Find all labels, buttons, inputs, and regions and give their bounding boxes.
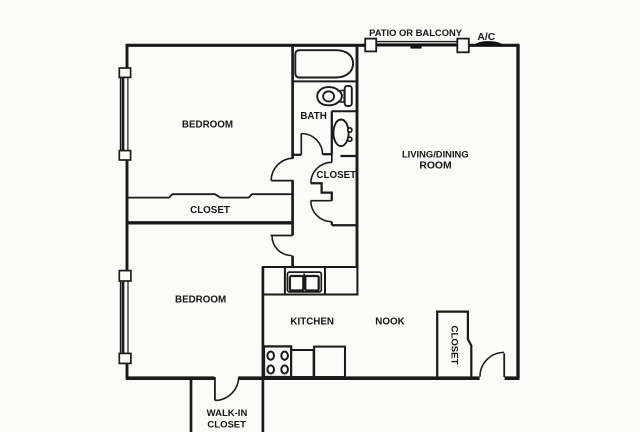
svg-text:BEDROOM: BEDROOM	[175, 295, 226, 306]
svg-text:A/C: A/C	[477, 32, 495, 43]
svg-text:WALK-IN: WALK-IN	[207, 408, 248, 419]
svg-text:ROOM: ROOM	[419, 160, 451, 171]
svg-text:PATIO OR BALCONY: PATIO OR BALCONY	[369, 27, 463, 38]
svg-text:LIVING/DINING: LIVING/DINING	[402, 149, 469, 160]
svg-text:KITCHEN: KITCHEN	[290, 317, 334, 328]
svg-text:NOOK: NOOK	[375, 316, 404, 327]
svg-text:BATH: BATH	[300, 111, 326, 122]
svg-text:CLOSET: CLOSET	[207, 420, 246, 431]
svg-text:CLOSET: CLOSET	[190, 205, 230, 216]
svg-text:BEDROOM: BEDROOM	[182, 119, 233, 130]
svg-text:CLOSET: CLOSET	[316, 170, 356, 181]
svg-text:CLOSET: CLOSET	[448, 326, 459, 365]
